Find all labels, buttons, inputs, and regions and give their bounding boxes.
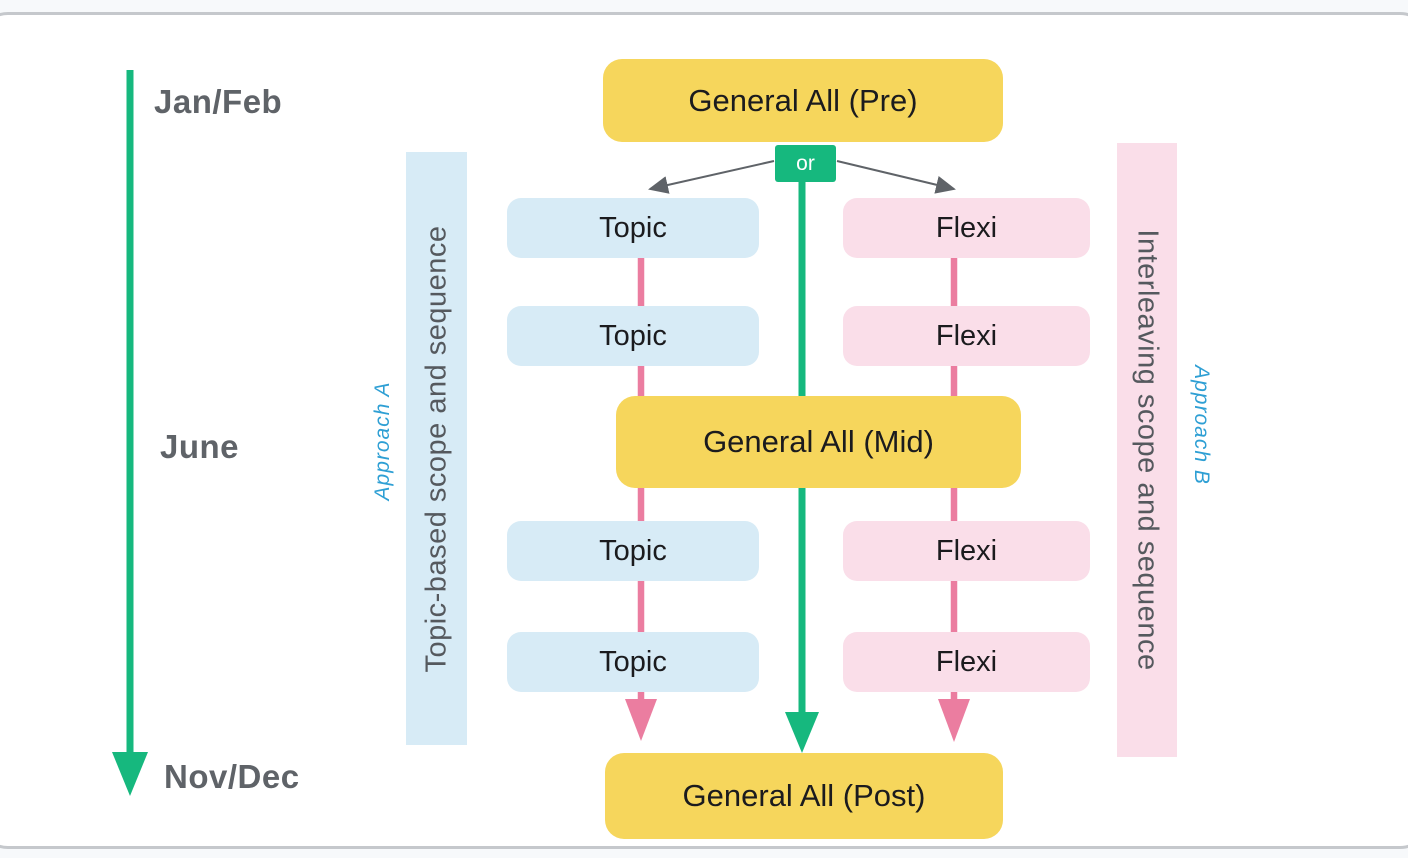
approach-b-band-label: Interleaving scope and sequence <box>1131 229 1164 671</box>
general-all-pre-box: General All (Pre) <box>603 59 1003 142</box>
or-connector-box: or <box>775 145 836 182</box>
flexi-box-3: Flexi <box>843 521 1090 581</box>
timeline-label-june: June <box>160 428 240 465</box>
general-all-post-box: General All (Post) <box>605 753 1003 839</box>
flexi-box-1: Flexi <box>843 198 1090 258</box>
timeline-arrow <box>112 70 148 796</box>
topic-box-3: Topic <box>507 521 759 581</box>
or-to-flexi-arrow <box>836 160 956 194</box>
approach-b-label: Approach B <box>1190 365 1213 485</box>
approach-a-band-label: Topic-based scope and sequence <box>420 224 452 673</box>
flexi-box-4: Flexi <box>843 632 1090 692</box>
timeline-label-novdec: Nov/Dec <box>164 758 300 795</box>
approach-a-label: Approach A <box>371 381 394 501</box>
general-all-mid-box: General All (Mid) <box>616 396 1021 488</box>
approach-a-band: Topic-based scope and sequence <box>406 152 467 745</box>
topic-box-1: Topic <box>507 198 759 258</box>
approach-b-band: Interleaving scope and sequence <box>1117 143 1177 757</box>
flexi-box-2: Flexi <box>843 306 1090 366</box>
topic-box-2: Topic <box>507 306 759 366</box>
or-to-topic-arrow <box>648 160 775 194</box>
topic-box-4: Topic <box>507 632 759 692</box>
timeline-label-janfeb: Jan/Feb <box>154 83 283 120</box>
